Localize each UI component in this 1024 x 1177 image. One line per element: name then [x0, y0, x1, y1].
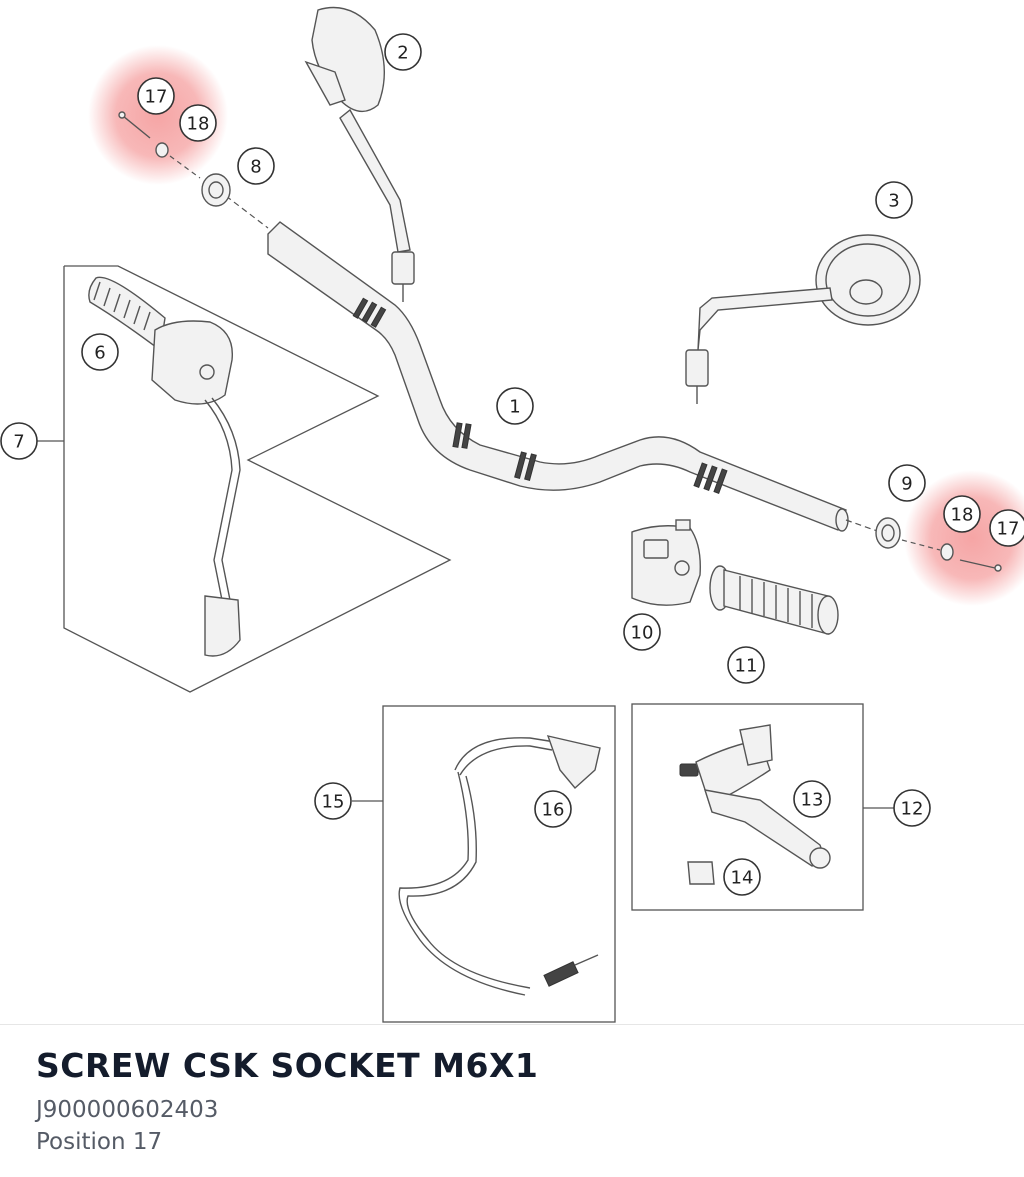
assembly-box-15 — [382, 705, 616, 1023]
callout-c16: 16 — [534, 790, 572, 828]
callout-circle — [314, 782, 352, 820]
callout-c17a: 17 — [137, 77, 175, 115]
callout-circle — [137, 77, 175, 115]
callout-number: 13 — [801, 790, 824, 811]
callout-c18b: 18 — [943, 495, 981, 533]
callout-c6: 6 — [81, 333, 119, 371]
callout-circle — [793, 780, 831, 818]
callout-c14: 14 — [723, 858, 761, 896]
callout-c3: 3 — [875, 181, 913, 219]
callout-c13: 13 — [793, 780, 831, 818]
callout-c11: 11 — [727, 646, 765, 684]
assembly-box-12 — [631, 703, 864, 911]
mirror-right — [685, 234, 921, 404]
clutch-cable — [398, 735, 601, 996]
callout-leaders — [36, 440, 894, 809]
callout-c7: 7 — [0, 422, 38, 460]
callout-c15: 15 — [314, 782, 352, 820]
bar-end-weights — [201, 173, 901, 549]
callout-number: 11 — [735, 656, 758, 677]
callout-number: 1 — [509, 397, 520, 418]
callout-number: 16 — [542, 800, 565, 821]
callout-number: 8 — [250, 157, 261, 178]
highlight-left — [88, 45, 228, 185]
callout-circle — [623, 613, 661, 651]
callout-c9: 9 — [888, 464, 926, 502]
callout-number: 18 — [951, 505, 974, 526]
callout-circle — [81, 333, 119, 371]
callout-c1: 1 — [496, 387, 534, 425]
callout-number: 7 — [13, 432, 24, 453]
callout-circle — [893, 789, 931, 827]
callout-circle — [0, 422, 38, 460]
callout-number: 18 — [187, 114, 210, 135]
clutch-lever — [679, 724, 831, 885]
right-switch-housing — [631, 519, 701, 606]
callout-number: 17 — [145, 87, 168, 108]
left-grip-switch — [88, 276, 241, 657]
callout-number: 17 — [997, 519, 1020, 540]
screw-and-washer-left — [118, 111, 201, 179]
callout-number: 6 — [94, 343, 105, 364]
assembly-box-7 — [63, 265, 452, 693]
callout-c17b: 17 — [989, 509, 1024, 547]
section-divider — [0, 1024, 1024, 1025]
callout-circle — [727, 646, 765, 684]
callout-number: 14 — [731, 868, 754, 889]
callout-circle — [888, 464, 926, 502]
highlight-right — [904, 470, 1024, 606]
callout-c8: 8 — [237, 147, 275, 185]
part-info-panel: SCREW CSK SOCKET M6X1 J900000602403 Posi… — [36, 1040, 986, 1158]
callout-number: 2 — [397, 43, 408, 64]
callout-c2: 2 — [384, 33, 422, 71]
callout-circle — [496, 387, 534, 425]
part-title: SCREW CSK SOCKET M6X1 — [36, 1046, 539, 1085]
callout-circle — [237, 147, 275, 185]
screw-and-washer-right — [901, 539, 1002, 572]
callout-number: 9 — [901, 474, 912, 495]
callout-circle — [384, 33, 422, 71]
callout-number: 3 — [888, 191, 899, 212]
callout-c10: 10 — [623, 613, 661, 651]
callout-number: 15 — [322, 792, 345, 813]
callout-circle — [875, 181, 913, 219]
right-grip — [709, 565, 839, 635]
callout-circle — [943, 495, 981, 533]
callout-circle — [179, 104, 217, 142]
callout-c12: 12 — [893, 789, 931, 827]
mirror-left — [304, 6, 415, 302]
callout-c18a: 18 — [179, 104, 217, 142]
part-number: J900000602403 — [36, 1097, 219, 1123]
callout-number: 10 — [631, 623, 654, 644]
callout-circle — [989, 509, 1024, 547]
callout-circle — [534, 790, 572, 828]
handlebar — [225, 195, 881, 533]
callout-circle — [723, 858, 761, 896]
part-position: Position 17 — [36, 1129, 163, 1155]
callout-number: 12 — [901, 799, 924, 820]
